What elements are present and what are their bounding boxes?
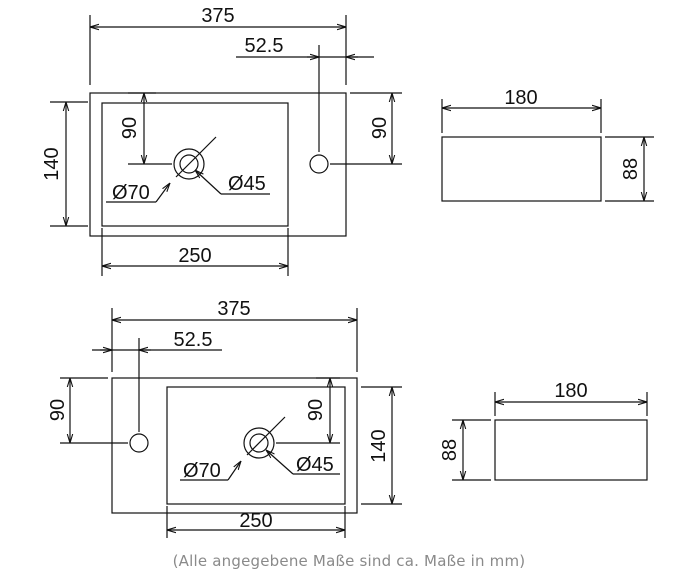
label-basin-length: 375 bbox=[201, 5, 234, 27]
label-bowl-to-drain: 90 bbox=[305, 399, 327, 421]
label-bowl-to-drain: 90 bbox=[119, 117, 141, 139]
measurements-caption: (Alle angegebene Maße sind ca. Maße in m… bbox=[172, 552, 526, 570]
top-view-left-tap bbox=[60, 308, 402, 538]
tap-hole bbox=[129, 433, 149, 453]
drain-inner bbox=[249, 433, 269, 453]
label-edge-to-tap-hole: 90 bbox=[369, 117, 391, 139]
top-view-right-tap bbox=[50, 15, 402, 276]
label-basin-length: 375 bbox=[217, 298, 250, 320]
label-side-width: 180 bbox=[504, 87, 537, 109]
label-drain-inner-diameter: Ø45 bbox=[228, 173, 266, 195]
label-basin-depth: 140 bbox=[368, 429, 390, 462]
label-bowl-length: 250 bbox=[239, 510, 272, 532]
label-drain-inner-diameter: Ø45 bbox=[296, 454, 334, 476]
tap-hole bbox=[309, 154, 329, 174]
label-tap-hole-offset: 52.5 bbox=[174, 329, 213, 351]
side-outline bbox=[494, 419, 648, 481]
label-side-width: 180 bbox=[554, 380, 587, 402]
bowl-outline bbox=[166, 386, 346, 505]
label-drain-outer-diameter: Ø70 bbox=[112, 182, 150, 204]
label-side-height: 88 bbox=[620, 158, 642, 180]
drain-outer bbox=[173, 148, 205, 180]
basin-outline bbox=[111, 377, 358, 514]
label-drain-outer-diameter: Ø70 bbox=[183, 460, 221, 482]
label-tap-hole-offset: 52.5 bbox=[245, 35, 284, 57]
side-view-left-tap bbox=[452, 392, 648, 481]
drain-outer bbox=[243, 427, 275, 459]
label-basin-depth: 140 bbox=[41, 147, 63, 180]
drain-inner bbox=[179, 154, 199, 174]
label-side-height: 88 bbox=[439, 439, 461, 461]
side-outline bbox=[441, 136, 602, 202]
bowl-outline bbox=[101, 102, 289, 227]
side-view-right-tap bbox=[441, 99, 654, 202]
label-edge-to-tap-hole: 90 bbox=[47, 399, 69, 421]
label-bowl-length: 250 bbox=[178, 245, 211, 267]
